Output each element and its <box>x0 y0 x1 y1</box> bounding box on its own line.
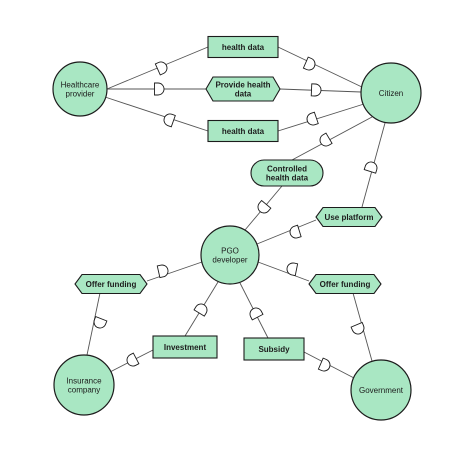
goal-hexagon <box>74 273 148 295</box>
resource-box <box>152 335 218 359</box>
actor-circle <box>360 62 422 124</box>
dependency-direction-icon <box>154 82 165 96</box>
dependum-investment[interactable]: Investment <box>152 335 218 359</box>
dependum-label: health data <box>266 174 309 183</box>
resource-box <box>207 35 279 59</box>
dependency-direction-icon <box>317 357 331 372</box>
actor-label: Insurance <box>66 377 102 386</box>
actor-circle <box>200 225 260 285</box>
dependency-link <box>291 116 373 161</box>
dependency-direction-icon <box>363 161 378 174</box>
dependum-label: Offer funding <box>320 280 371 289</box>
resource-box <box>243 337 305 361</box>
dependum-health-data-bottom[interactable]: health data <box>207 119 279 143</box>
dependency-direction-icon <box>286 262 299 277</box>
dependency-direction-icon <box>126 352 140 367</box>
dependum-health-data-top[interactable]: health data <box>207 35 279 59</box>
dependum-label: Subsidy <box>258 345 290 354</box>
dependency-direction-icon <box>93 315 108 329</box>
goal-hexagon <box>308 273 382 295</box>
dependency-direction-icon <box>306 111 319 126</box>
dependum-label: health data <box>222 43 265 52</box>
dependency-direction-icon <box>156 264 169 279</box>
dependum-use-platform[interactable]: Use platform <box>315 206 383 228</box>
actor-label: PGO <box>221 247 239 256</box>
actor-label: provider <box>66 90 95 99</box>
actor-label: Healthcare <box>61 81 100 90</box>
actor-label: Citizen <box>379 89 403 98</box>
dependum-label: Controlled <box>267 165 307 174</box>
actor-label: developer <box>212 256 247 265</box>
dependency-link <box>86 292 101 356</box>
actor-circle <box>52 61 108 117</box>
dependency-direction-icon <box>249 307 264 321</box>
dependency-direction-icon <box>350 321 365 335</box>
dependency-link <box>257 261 310 282</box>
dependum-subsidy[interactable]: Subsidy <box>243 337 305 361</box>
dependency-link <box>104 96 209 132</box>
goal-hexagon <box>315 206 383 228</box>
dependency-direction-icon <box>319 132 333 147</box>
dependum-label: Offer funding <box>86 280 137 289</box>
dependency-link <box>256 219 317 245</box>
dependum-label: health data <box>222 127 265 136</box>
dependency-direction-icon <box>193 303 208 317</box>
dependency-direction-icon <box>257 199 272 214</box>
actor-government[interactable]: Government <box>350 359 412 421</box>
dependency-direction-icon <box>154 61 168 76</box>
dependum-offer-funding-left[interactable]: Offer funding <box>74 273 148 295</box>
dependency-direction-icon <box>289 224 302 239</box>
actor-label: company <box>68 386 100 395</box>
dependency-direction-icon <box>310 83 322 97</box>
dependency-link <box>277 46 365 89</box>
dependency-direction-icon <box>163 113 176 128</box>
actor-label: Government <box>359 386 404 395</box>
dependency-direction-icon <box>302 56 316 71</box>
softgoal-shape <box>250 159 324 187</box>
dependency-links <box>86 46 386 379</box>
dependency-link <box>146 261 203 282</box>
dependency-link <box>277 103 365 132</box>
dependum-offer-funding-right[interactable]: Offer funding <box>308 273 382 295</box>
resource-box <box>207 119 279 143</box>
actor-circle <box>350 359 412 421</box>
dependum-label: Use platform <box>325 213 374 222</box>
dependum-label: Investment <box>164 343 207 352</box>
dependum-label: Provide health <box>215 81 270 90</box>
actor-circle <box>53 354 115 416</box>
actor-citizen[interactable]: Citizen <box>360 62 422 124</box>
dependum-label: data <box>235 90 252 99</box>
goal-hexagon <box>205 76 281 102</box>
